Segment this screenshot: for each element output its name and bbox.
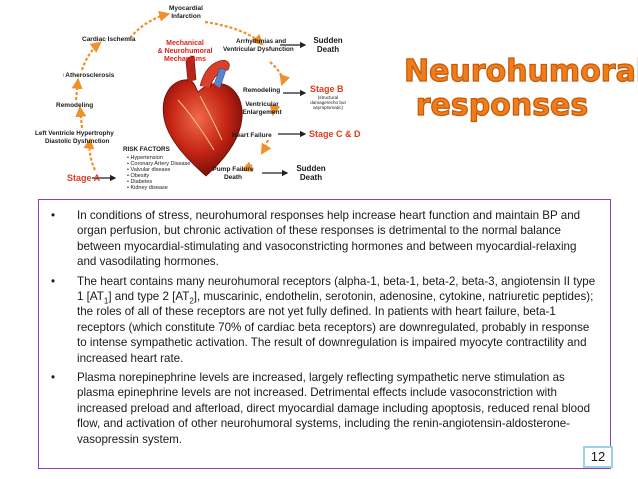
bullet-text-2b: ] and type 2 [AT xyxy=(108,290,190,304)
label-stage-a: Stage A xyxy=(67,173,101,183)
bullet-text-3: Plasma norepinephrine levels are increas… xyxy=(77,371,591,446)
label-death-2: Death xyxy=(300,173,322,182)
page-number: 12 xyxy=(583,446,613,468)
label-heart-failure: Heart Failure xyxy=(232,132,272,139)
arrow-hf-to-pump xyxy=(240,161,254,172)
bullet-text-1: In conditions of stress, neurohumoral re… xyxy=(77,209,581,269)
arrow-lvh-to-remodeling xyxy=(75,105,87,129)
risk-item-6: • Kidney disease xyxy=(127,185,168,191)
label-remodeling-left: Remodeling xyxy=(56,102,93,109)
label-cardiac-ischemia: Cardiac Ischemia xyxy=(82,36,136,43)
label-death-1: Death xyxy=(317,45,339,54)
bullet-list: • In conditions of stress, neurohumoral r… xyxy=(49,208,596,447)
arrow-ischemia-to-mi xyxy=(129,10,171,39)
bullet-item-1: • In conditions of stress, neurohumoral r… xyxy=(49,208,596,270)
label-mechanical: Mechanical xyxy=(166,40,204,47)
bullet-text-box: • In conditions of stress, neurohumoral r… xyxy=(38,199,611,469)
arrow-athero-to-ischemia xyxy=(80,41,102,71)
label-lvh: Left Ventricle Hypertrophy xyxy=(35,130,114,137)
label-pump-death: Death xyxy=(224,174,242,181)
label-infarction: Infarction xyxy=(171,13,201,20)
subscript-1: 1 xyxy=(103,296,109,306)
arrow-remodeling-to-athero xyxy=(71,77,83,101)
bullet-text-2c: ], muscarinic, endothelin, serotonin, ad… xyxy=(77,290,594,365)
label-sudden-1: Sudden xyxy=(313,36,342,45)
label-stage-b-note-2: damage/echo but xyxy=(310,100,346,105)
label-stage-cd: Stage C & D xyxy=(309,129,361,139)
label-stage-b-note-3: asymptomatic) xyxy=(313,105,343,110)
title-line-2: responses xyxy=(415,88,589,123)
label-risk-factors: RISK FACTORS xyxy=(123,146,170,153)
label-atherosclerosis: ↑Atherosclerosis xyxy=(62,72,115,79)
heart-failure-cycle-diagram: Myocardial Infarction Cardiac Ischemia M… xyxy=(35,5,361,191)
label-mechanisms: Mechanisms xyxy=(164,56,206,63)
arrow-remodeling-to-enlargement xyxy=(269,104,281,117)
arrow-arrhythmia-to-remodeling xyxy=(269,61,290,87)
label-pump-failure: Pump Failure xyxy=(212,166,254,173)
label-ventricular: Ventricular xyxy=(245,101,279,108)
risk-item-5: • Diabetes xyxy=(127,179,152,185)
label-arrhythmias: Arrhythmias and xyxy=(236,38,286,45)
bullet-marker: • xyxy=(51,209,56,222)
label-stage-b: Stage B xyxy=(310,84,344,94)
black-arrows xyxy=(92,41,307,182)
heart-illustration xyxy=(162,55,243,177)
bullet-item-3: • Plasma norepinephrine levels are increa… xyxy=(49,370,596,447)
risk-item-2: • Coronary Artery Disease xyxy=(127,161,190,167)
risk-item-1: • Hypertension xyxy=(127,155,163,161)
arrow-mi-to-arrhythmia xyxy=(204,20,264,46)
arrow-enlargement-to-hf xyxy=(260,139,272,155)
label-remodeling-right: Remodeling xyxy=(243,87,280,94)
label-diastolic-dysfunction: Diastolic Dysfunction xyxy=(45,138,110,145)
label-sudden-2: Sudden xyxy=(296,164,325,173)
cycle-arrows xyxy=(71,10,290,172)
label-stage-b-note-1: (structural xyxy=(318,95,338,100)
bullet-item-2: • The heart contains many neurohumoral re… xyxy=(49,274,596,366)
arrow-stagea-to-lvh xyxy=(83,137,96,171)
subscript-2: 2 xyxy=(189,296,194,306)
title-line-1: Neurohumoral xyxy=(403,54,638,89)
bullet-text-2a: The heart contains many neurohumoral rec… xyxy=(77,274,596,304)
label-myocardial: Myocardial xyxy=(169,5,203,12)
bullet-marker: • xyxy=(51,371,56,385)
risk-item-4: • Obesity xyxy=(127,173,149,179)
bullet-marker: • xyxy=(51,274,56,288)
label-ventricular-dysfunction: Ventricular Dysfunction xyxy=(223,46,294,53)
label-neurohumoral: & Neurohumoral xyxy=(158,48,213,55)
label-enlargement: Enlargement xyxy=(242,109,282,116)
risk-item-3: • Valvular disease xyxy=(127,167,170,173)
slide-title: Neurohumoral responses xyxy=(403,54,638,123)
